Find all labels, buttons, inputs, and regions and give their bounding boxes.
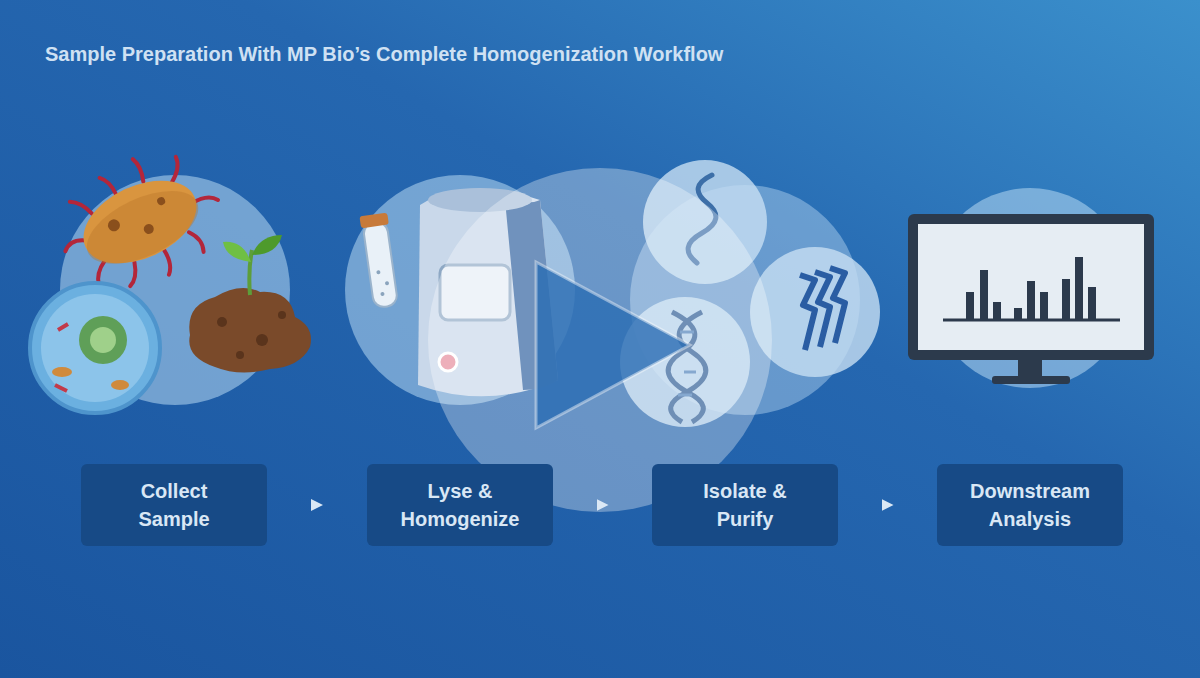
- step-arrow: [553, 505, 652, 506]
- step-label: Collect Sample: [108, 477, 240, 533]
- title: Sample Preparation With MP Bio’s Complet…: [45, 43, 723, 66]
- step-box: Collect Sample: [81, 464, 267, 546]
- step-box: Isolate & Purify: [652, 464, 838, 546]
- step-arrow: [267, 505, 367, 506]
- monitor-icon: [908, 188, 1154, 388]
- step-label: Lyse & Homogenize: [394, 477, 526, 533]
- step-box: Downstream Analysis: [937, 464, 1123, 546]
- step-arrow: [838, 505, 937, 506]
- sample-icons: [30, 134, 311, 413]
- step-box: Lyse & Homogenize: [367, 464, 553, 546]
- step-label: Isolate & Purify: [679, 477, 811, 533]
- play-button: [428, 168, 772, 512]
- step-label: Downstream Analysis: [964, 477, 1096, 533]
